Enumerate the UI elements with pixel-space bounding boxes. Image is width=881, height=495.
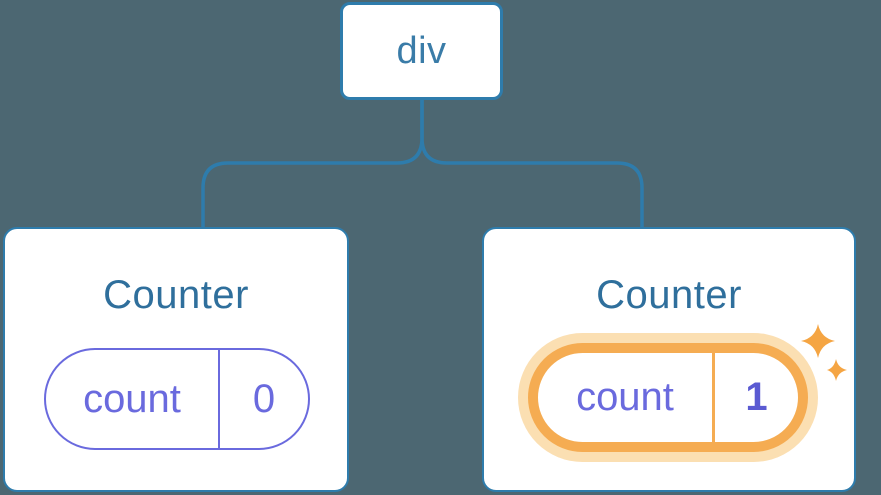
root-node-div: div — [340, 2, 503, 100]
counter-card-left: Counter count 0 — [3, 227, 349, 492]
state-value: 1 — [712, 353, 798, 442]
state-value: 0 — [218, 350, 308, 448]
component-title: Counter — [596, 273, 742, 317]
counter-card-right: Counter count 1 — [482, 227, 856, 492]
sparkle-small-icon — [827, 359, 847, 381]
state-key-label: count — [576, 375, 674, 419]
state-pill: count 0 — [44, 348, 310, 450]
state-pill-highlighted: count 1 — [528, 343, 808, 452]
sparkle-large-icon — [801, 324, 835, 358]
root-node-label: div — [396, 29, 447, 72]
state-key-label: count — [83, 376, 181, 421]
connector-right-branch — [420, 100, 644, 227]
connector-left-branch — [201, 100, 424, 227]
component-title: Counter — [103, 273, 249, 317]
